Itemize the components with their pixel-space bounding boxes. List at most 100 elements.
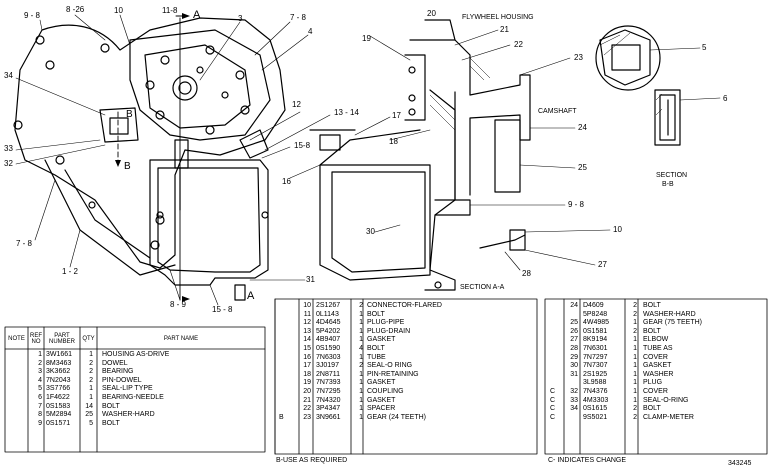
cell-ref: 8 xyxy=(38,411,42,419)
cell-ref: 17 xyxy=(303,362,311,370)
cell-part: 0S1615 xyxy=(583,405,608,413)
cell-qty: 2 xyxy=(633,327,637,335)
table-3-footnote: C- INDICATES CHANGE xyxy=(548,457,627,464)
cell-part: 5P4202 xyxy=(316,327,341,335)
parts-table-grid xyxy=(4,298,768,455)
cell-name: BEARING-NEEDLE xyxy=(102,393,164,401)
cell-qty: 1 xyxy=(89,385,93,393)
cell-part: 7N7297 xyxy=(583,353,608,361)
cell-qty: 2 xyxy=(359,302,363,309)
callout-8-9: 8 - 9 xyxy=(170,300,187,309)
callout-28: 28 xyxy=(522,269,531,278)
cell-name: WASHER-HARD xyxy=(102,411,155,419)
table-header-qty: QTY xyxy=(82,336,95,342)
callout-4: 4 xyxy=(308,27,313,36)
cell-part: 7N2043 xyxy=(46,376,71,384)
cell-name: GASKET xyxy=(367,379,396,387)
cell-ref: 22 xyxy=(303,405,311,413)
section-b-b-label-2: B-B xyxy=(662,181,674,188)
cell-part: 3J0197 xyxy=(316,362,339,370)
cell-ref: 30 xyxy=(570,362,578,370)
cell-qty: 1 xyxy=(633,336,637,344)
callout-3: 3 xyxy=(238,14,243,23)
cell-ref: 27 xyxy=(570,336,578,344)
cell-part: 3N9661 xyxy=(316,413,341,421)
callout-12: 12 xyxy=(292,100,301,109)
cell-part: 0L1143 xyxy=(316,310,339,318)
cell-part: 5P8248 xyxy=(583,310,608,318)
cell-qty: 1 xyxy=(89,351,93,358)
cell-ref: 5 xyxy=(38,385,42,393)
section-b-b-label-1: SECTION xyxy=(656,172,688,179)
callout-24: 24 xyxy=(578,123,587,132)
callout-6: 6 xyxy=(723,94,728,103)
table-header-note: NOTE xyxy=(8,336,25,342)
cell-ref: 23 xyxy=(303,413,311,421)
cell-name: HOUSING AS-DRIVE xyxy=(102,351,170,358)
callout-15-8-bottom: 15 - 8 xyxy=(212,305,233,314)
cell-part: 8K9194 xyxy=(583,336,608,344)
cell-name: PLUG xyxy=(643,379,663,387)
cell-qty: 2 xyxy=(359,362,363,370)
cell-name: GEAR (24 TEETH) xyxy=(367,413,426,421)
cell-qty: 1 xyxy=(359,413,363,421)
section-marker-a-top: A xyxy=(193,9,201,21)
cell-note: C xyxy=(550,396,556,404)
table-2-footnote: B-USE AS REQUIRED xyxy=(276,457,348,464)
flywheel-housing-label: FLYWHEEL HOUSING xyxy=(462,14,534,21)
cell-ref: 21 xyxy=(303,396,311,404)
section-b-b-view xyxy=(595,25,681,146)
cell-name: GASKET xyxy=(643,362,672,370)
cell-ref: 20 xyxy=(303,387,311,395)
cell-note: C xyxy=(550,387,556,395)
callout-9-8-right: 9 - 8 xyxy=(568,200,585,209)
cell-qty: 1 xyxy=(359,370,363,378)
cell-name: GASKET xyxy=(367,396,396,404)
cell-name: CONNECTOR-FLARED xyxy=(367,302,442,309)
cell-part: 7N6303 xyxy=(316,353,341,361)
cell-qty: 1 xyxy=(359,319,363,327)
cell-part: 0S1590 xyxy=(316,344,341,352)
cell-name: BOLT xyxy=(643,405,661,413)
callout-19: 19 xyxy=(362,34,371,43)
callout-18: 18 xyxy=(389,137,398,146)
cell-part: 5M2894 xyxy=(46,411,72,419)
callout-7-8-top: 7 - 8 xyxy=(290,13,307,22)
cell-part: 3W1661 xyxy=(46,351,73,358)
drawing-id: 343245 xyxy=(728,460,752,467)
cell-qty: 2 xyxy=(633,413,637,421)
callout-16: 16 xyxy=(282,177,291,186)
section-marker-b-2: B xyxy=(124,161,131,172)
cell-ref: 25 xyxy=(570,319,578,327)
cell-name: COVER xyxy=(643,353,668,361)
cell-part: 3S7766 xyxy=(46,385,71,393)
cell-qty: 1 xyxy=(633,362,637,370)
cell-qty: 1 xyxy=(359,387,363,395)
callout-20: 20 xyxy=(427,9,436,18)
cell-qty: 4 xyxy=(359,344,363,352)
cell-ref: 18 xyxy=(303,370,311,378)
cell-name: COVER xyxy=(643,387,668,395)
cell-ref: 3 xyxy=(38,368,42,376)
section-a-a-view xyxy=(309,19,531,291)
cell-name: WASHER xyxy=(643,370,674,378)
cell-qty: 1 xyxy=(89,393,93,401)
cell-name: GASKET xyxy=(367,336,396,344)
cell-ref: 13 xyxy=(303,327,311,335)
